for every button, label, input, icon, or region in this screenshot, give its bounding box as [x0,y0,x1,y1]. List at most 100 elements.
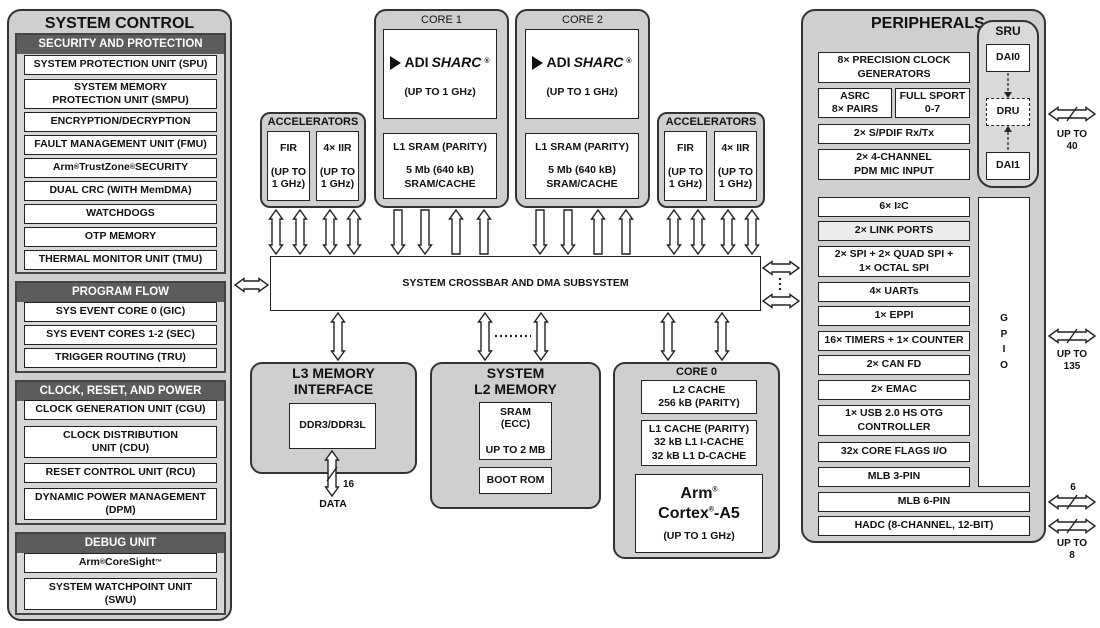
system-control-crossbar-arrow [233,277,270,293]
core2-arrow-up-1 [618,208,634,255]
l2-memory-title: SYSTEM L2 MEMORY [474,365,557,398]
core1-logo-adi: ADI [404,54,429,70]
clock-generators-block: 8× PRECISION CLOCK GENERATORS [818,52,970,83]
mlb6-pin-label: 6 [1070,482,1076,493]
fir-right-block: FIR (UP TO 1 GHz) [664,131,707,201]
core1-title: CORE 1 [421,14,462,26]
accelerators-right-title: ACCELERATORS [665,116,757,128]
trustzone-block: Arm® TrustZone® SECURITY [24,158,217,178]
dai1-block: DAI1 [986,152,1030,180]
cortex-suffix: -A5 [714,504,740,522]
sru-title: SRU [995,24,1021,38]
pdm-block: 2× 4-CHANNEL PDM MIC INPUT [818,149,970,180]
accel-right-arrow-3 [744,208,760,256]
peripherals-title: PERIPHERALS [871,15,985,32]
cortex-name-line: Cortex®-A5 [658,504,740,522]
can-block: 2× CAN FD [818,355,970,375]
eppi-block: 1× EPPI [818,306,970,326]
dru-dai1-arrowhead [1004,126,1012,132]
tru-block: TRIGGER ROUTING (TRU) [24,348,217,368]
dai0-dru-arrowhead [1004,92,1012,98]
i2c-suffix: C [901,200,909,213]
core1-sram-detail: 5 Mb (640 kB) SRAM/CACHE [404,164,476,190]
crossbar-core0-arrow-0 [660,311,676,362]
i2c-prefix: 6× I [879,200,898,213]
spu-block: SYSTEM PROTECTION UNIT (SPU) [24,55,217,75]
core2-logo-adi: ADI [546,54,571,70]
cortex-a5-block: Arm® Cortex®-A5 (UP TO 1 GHz) [635,474,763,553]
core0-title: CORE 0 [676,366,717,378]
debug-heading: DEBUG UNIT [17,534,224,553]
core2-arrow-down-0 [532,209,548,256]
l3-data-label: DATA [319,498,347,510]
mlb3-block: MLB 3-PIN [818,467,970,487]
trustzone-security: SECURITY [135,161,189,174]
link-ports-block: 2× LINK PORTS [818,221,970,241]
fir-left-block: FIR (UP TO 1 GHz) [267,131,310,201]
l1-cache-block: L1 CACHE (PARITY) 32 kB L1 I-CACHE 32 kB… [641,420,757,466]
core1-sram-title: L1 SRAM (PARITY) [393,141,487,154]
fmu-block: FAULT MANAGEMENT UNIT (FMU) [24,135,217,155]
l2-cache-block: L2 CACHE 256 kB (PARITY) [641,380,757,414]
accel-left-arrow-3 [346,208,362,256]
core1-logo-sharc: SHARC [431,54,482,70]
core1-arrow-up-0 [448,208,464,255]
program-flow-heading: PROGRAM FLOW [17,283,224,302]
emac-block: 2× EMAC [818,380,970,400]
core2-adi-triangle-icon [532,55,544,70]
spdif-block: 2× S/PDIF Rx/Tx [818,124,970,144]
accelerators-left-title: ACCELERATORS [267,116,359,128]
crossbar-peripherals-arrow-0 [761,260,801,276]
swu-block: SYSTEM WATCHPOINT UNIT (SWU) [24,578,217,610]
ddr-data-slash [326,466,338,482]
rcu-block: RESET CONTROL UNIT (RCU) [24,463,217,483]
l3-bus-width-label: 16 [343,479,355,490]
timers-block: 16× TIMERS + 1× COUNTER [818,331,970,351]
clock-reset-power-heading: CLOCK, RESET, AND POWER [17,382,224,401]
l2-sram-block: SRAM (ECC) UP TO 2 MB [479,402,552,460]
accel-left-arrow-2 [322,208,338,256]
gpio-block: G P I O [978,197,1030,487]
sru-pins-slash [1066,106,1078,122]
core2-sram-detail: 5 Mb (640 kB) SRAM/CACHE [546,164,618,190]
gic-block: SYS EVENT CORE 0 (GIC) [24,302,217,322]
ddr-block: DDR3/DDR3L [289,403,376,449]
iir-left-block: 4× IIR (UP TO 1 GHz) [316,131,359,201]
accel-right-arrow-1 [690,208,706,256]
dpm-block: DYNAMIC POWER MANAGEMENT (DPM) [24,488,217,520]
core1-speed: (UP TO 1 GHz) [404,85,476,98]
trustzone-arm: Arm [52,161,74,174]
accel-left-arrow-0 [268,208,284,256]
core1-l1-sram-block: L1 SRAM (PARITY) 5 Mb (640 kB) SRAM/CACH… [383,133,497,199]
boot-rom-block: BOOT ROM [479,467,552,494]
hadc-block: HADC (8-CHANNEL, 12-BIT) [818,516,1030,536]
sru-pin-label: UP TO 40 [1056,129,1088,152]
cortex-arm-line: Arm® [680,484,718,502]
crossbar-l2-arrow-0 [477,311,493,362]
mlb6-pins-slash [1066,494,1078,510]
otp-memory-block: OTP MEMORY [24,227,217,247]
dual-crc-block: DUAL CRC (WITH MemDMA) [24,181,217,201]
uarts-block: 4× UARTs [818,282,970,302]
asrc-block: ASRC 8× PAIRS [818,88,892,118]
crossbar-l3-arrow [330,311,346,362]
core2-logo-sharc: SHARC [573,54,624,70]
accel-left-arrow-1 [292,208,308,256]
mlb6-block: MLB 6-PIN [818,492,1030,512]
cortex-speed: (UP TO 1 GHz) [663,529,735,542]
core2-l1-sram-block: L1 SRAM (PARITY) 5 Mb (640 kB) SRAM/CACH… [525,133,639,199]
spi-block: 2× SPI + 2× QUAD SPI + 1× OCTAL SPI [818,246,970,277]
core2-speed: (UP TO 1 GHz) [546,85,618,98]
iir-right-block: 4× IIR (UP TO 1 GHz) [714,131,757,201]
cdu-block: CLOCK DISTRIBUTION UNIT (CDU) [24,426,217,458]
core-flags-block: 32x CORE FLAGS I/O [818,442,970,462]
smpu-block: SYSTEM MEMORY PROTECTION UNIT (SMPU) [24,79,217,109]
core1-arrow-up-1 [476,208,492,255]
cgu-block: CLOCK GENERATION UNIT (CGU) [24,400,217,420]
crossbar-l2-arrow-1 [533,311,549,362]
